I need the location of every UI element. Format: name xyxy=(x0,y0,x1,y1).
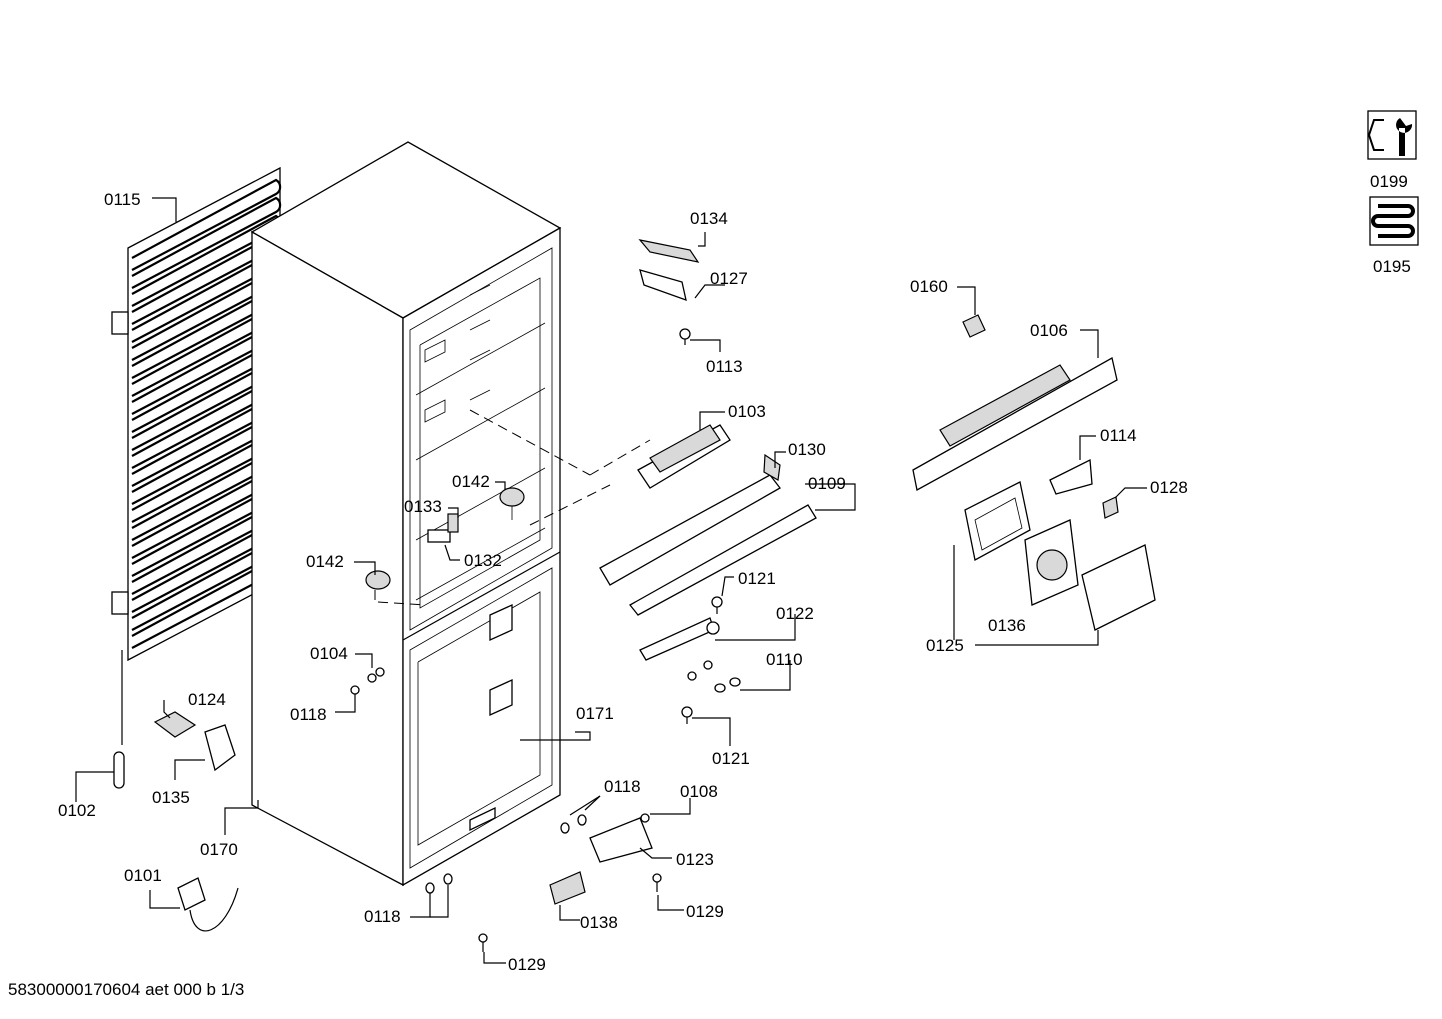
label-0171: 0171 xyxy=(576,704,614,723)
plate-0124[interactable] xyxy=(153,711,197,738)
label-0123: 0123 xyxy=(676,850,714,869)
clip-0135[interactable] xyxy=(204,724,236,772)
label-0195: 0195 xyxy=(1373,257,1411,276)
label-0138: 0138 xyxy=(580,913,618,932)
label-0103: 0103 xyxy=(728,402,766,421)
hinge-cover-0134[interactable] xyxy=(638,239,700,345)
label-0101: 0101 xyxy=(124,866,162,885)
label-0104: 0104 xyxy=(310,644,348,663)
label-0129-right: 0129 xyxy=(686,902,724,921)
label-0130: 0130 xyxy=(788,440,826,459)
rail-0130[interactable] xyxy=(599,453,781,586)
hinge-parts[interactable] xyxy=(639,596,741,724)
label-0199: 0199 xyxy=(1370,172,1408,191)
label-0142-lower: 0142 xyxy=(306,552,344,571)
fuse-0102[interactable] xyxy=(113,751,125,789)
hinge-bottom-0123[interactable] xyxy=(560,813,653,863)
pad-0128[interactable] xyxy=(1102,496,1119,519)
label-0132: 0132 xyxy=(464,551,502,570)
label-0125: 0125 xyxy=(926,636,964,655)
label-0170: 0170 xyxy=(200,840,238,859)
wrench-nut-icon xyxy=(1367,110,1417,160)
label-0109: 0109 xyxy=(808,474,846,493)
label-0136: 0136 xyxy=(988,616,1026,635)
bulb-cover-0142[interactable] xyxy=(499,487,525,520)
lamp-holder-0132[interactable] xyxy=(427,513,459,543)
fan-cover-0125b[interactable] xyxy=(1081,544,1156,631)
label-0127: 0127 xyxy=(710,269,748,288)
bulb-cover-0142b[interactable] xyxy=(365,570,391,590)
label-0160: 0160 xyxy=(910,277,948,296)
power-plug-0101[interactable] xyxy=(177,877,239,932)
label-0106: 0106 xyxy=(1030,321,1068,340)
label-0114: 0114 xyxy=(1100,426,1137,445)
label-0113: 0113 xyxy=(706,357,743,376)
label-0118-mid: 0118 xyxy=(604,777,641,796)
label-0142-upper: 0142 xyxy=(452,472,490,491)
fridge-cabinet[interactable] xyxy=(250,141,562,887)
control-panel-0106[interactable] xyxy=(912,357,1118,491)
coil-icon xyxy=(1369,196,1419,246)
fan-housing-0125[interactable] xyxy=(964,481,1031,561)
label-0135: 0135 xyxy=(152,788,190,807)
label-0124: 0124 xyxy=(188,690,226,709)
screw-0129[interactable] xyxy=(478,873,662,952)
label-0133: 0133 xyxy=(404,497,442,516)
label-0110: 0110 xyxy=(766,650,803,669)
label-0118-left: 0118 xyxy=(290,705,327,724)
plate-0138[interactable] xyxy=(549,871,586,905)
screws-0104[interactable] xyxy=(350,667,385,695)
rail-0109[interactable] xyxy=(629,504,817,616)
label-0121-upper: 0121 xyxy=(738,569,776,588)
bracket-0114[interactable] xyxy=(1049,458,1093,495)
label-0115: 0115 xyxy=(104,190,141,209)
label-0128: 0128 xyxy=(1150,478,1188,497)
label-0122: 0122 xyxy=(776,604,814,623)
label-0118-bottom: 0118 xyxy=(364,907,401,926)
label-0102: 0102 xyxy=(58,801,96,820)
document-id: 58300000170604 aet 000 b 1/3 xyxy=(8,980,245,999)
control-unit-0103[interactable] xyxy=(637,424,731,489)
connector-0160[interactable] xyxy=(962,314,986,338)
fan-0136[interactable] xyxy=(1024,519,1079,606)
label-0121-lower: 0121 xyxy=(712,749,750,768)
label-0108: 0108 xyxy=(680,782,718,801)
feet-0118c[interactable] xyxy=(425,873,453,894)
label-0134: 0134 xyxy=(690,209,728,228)
label-0129-bottom: 0129 xyxy=(508,955,546,974)
